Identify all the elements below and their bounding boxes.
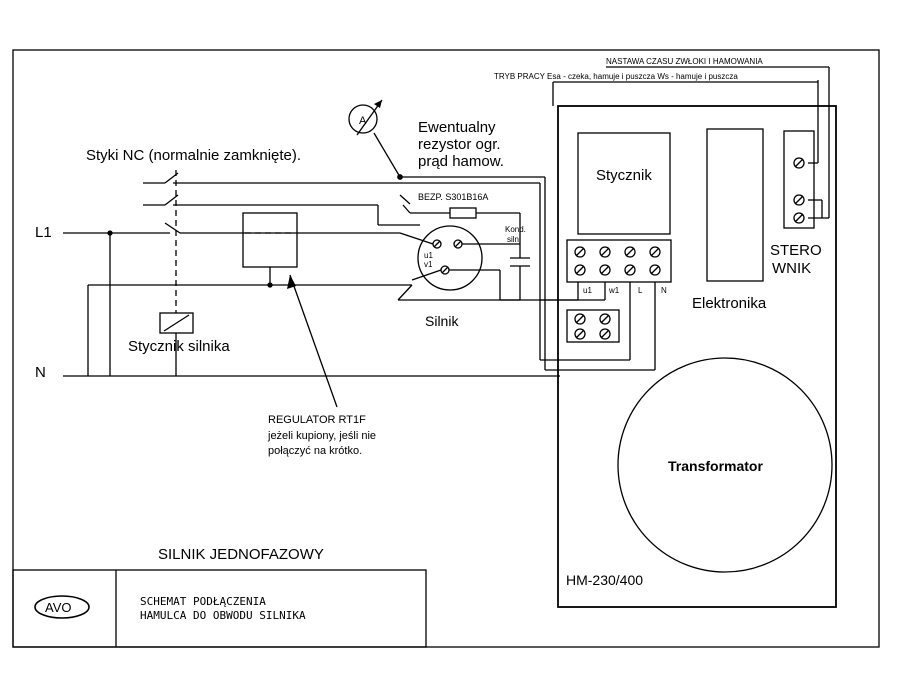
terminal-u1-label: u1 bbox=[583, 286, 592, 295]
ammeter-label: A bbox=[359, 115, 367, 127]
settings-label: NASTAWA CZASU ZWŁOKI I HAMOWANIA bbox=[606, 57, 763, 66]
terminal-w1-label: w1 bbox=[608, 286, 620, 295]
electronics-box bbox=[706, 128, 764, 282]
diagram-title: SILNIK JEDNOFAZOWY bbox=[158, 546, 324, 563]
title-block bbox=[12, 569, 427, 648]
resistor-label-3: prąd hamow. bbox=[418, 153, 504, 170]
motor-v1-label: v1 bbox=[424, 260, 433, 269]
scheme-label-1: SCHEMAT PODŁĄCZENIA bbox=[140, 595, 266, 608]
capacitor-label-2: siln. bbox=[507, 235, 521, 244]
motor-label: Silnik bbox=[425, 313, 459, 329]
motor-circle bbox=[417, 225, 483, 291]
device-contactor-label: Stycznik bbox=[596, 167, 652, 184]
transformer-circle bbox=[617, 357, 833, 573]
terminal-n-label: N bbox=[661, 286, 667, 295]
scheme-label-2: HAMULCA DO OBWODU SILNIKA bbox=[140, 609, 306, 622]
terminal-block-small bbox=[566, 309, 620, 343]
regulator-label-1: REGULATOR RT1F bbox=[268, 414, 366, 426]
n-label: N bbox=[35, 364, 46, 381]
mode-label: TRYB PRACY Esa - czeka, hamuje i puszcza… bbox=[494, 72, 738, 81]
outer-frame bbox=[12, 49, 880, 648]
terminal-l-label: L bbox=[638, 286, 643, 295]
transformer-label: Transformator bbox=[668, 458, 763, 474]
electronics-label: Elektronika bbox=[692, 295, 767, 312]
contacts-nc-label: Styki NC (normalnie zamknięte). bbox=[86, 147, 301, 164]
stero-label-2: WNIK bbox=[772, 260, 811, 277]
fuse-label: BEZP. S301B16A bbox=[418, 192, 488, 202]
motor-contactor-label: Stycznik silnika bbox=[128, 338, 230, 355]
l1-label: L1 bbox=[35, 224, 52, 241]
regulator-box bbox=[242, 212, 298, 268]
hm-device-box bbox=[557, 105, 837, 608]
fuse-resistor bbox=[449, 207, 477, 219]
resistor-label-1: Ewentualny bbox=[418, 119, 496, 136]
avo-logo: AVO bbox=[45, 600, 72, 615]
regulator-label-3: połączyć na krótko. bbox=[268, 445, 362, 457]
stero-terminal-block bbox=[783, 130, 815, 229]
terminal-block-main bbox=[566, 239, 672, 283]
ammeter-circle bbox=[348, 104, 378, 134]
capacitor-label-1: Kond. bbox=[505, 225, 526, 234]
resistor-label-2: rezystor ogr. bbox=[418, 136, 501, 153]
stero-label-1: STERO bbox=[770, 242, 822, 259]
regulator-label-2: jeżeli kupiony, jeśli nie bbox=[267, 430, 376, 442]
motor-u1-label: u1 bbox=[424, 251, 433, 260]
device-model-label: HM-230/400 bbox=[566, 572, 643, 588]
contactor-box bbox=[577, 132, 671, 235]
avo-logo-oval bbox=[34, 595, 90, 619]
